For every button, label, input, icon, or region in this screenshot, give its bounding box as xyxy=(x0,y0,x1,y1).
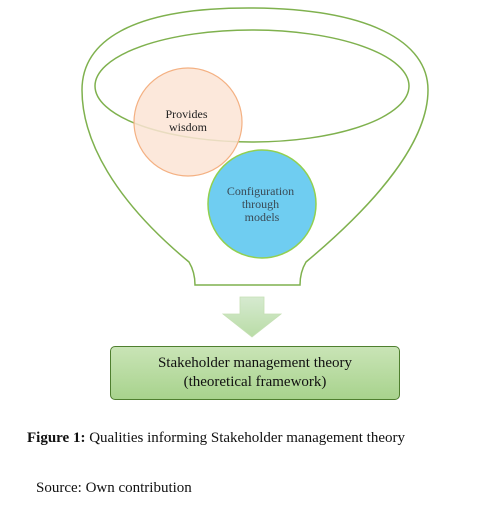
wisdom-circle xyxy=(133,67,243,177)
result-box-line-2: (theoretical framework) xyxy=(183,374,327,390)
figure-caption: Figure 1: Qualities informing Stakeholde… xyxy=(27,430,487,447)
wisdom-circle-label: Provides wisdom xyxy=(166,107,211,134)
wisdom-line-2: wisdom xyxy=(169,120,208,134)
configuration-line-2: through xyxy=(242,197,279,211)
funnel-body xyxy=(81,7,429,286)
configuration-circle-label: Configuration through models xyxy=(227,184,297,224)
result-box-line-1: Stakeholder management theory xyxy=(157,355,353,371)
source-note: Source: Own contribution xyxy=(36,480,192,496)
funnel-diagram: Provides wisdom Configuration through mo… xyxy=(81,7,429,338)
configuration-line-3: models xyxy=(245,210,280,224)
configuration-line-1: Configuration xyxy=(227,184,294,198)
down-arrow-icon xyxy=(221,296,283,338)
figure-caption-label: Figure 1: xyxy=(27,430,86,446)
stakeholder-theory-box: Stakeholder management theory (theoretic… xyxy=(110,346,400,400)
wisdom-line-1: Provides xyxy=(166,107,208,121)
figure-caption-text: Qualities informing Stakeholder manageme… xyxy=(85,430,405,446)
funnel-rim xyxy=(94,29,410,143)
configuration-circle xyxy=(207,149,317,259)
